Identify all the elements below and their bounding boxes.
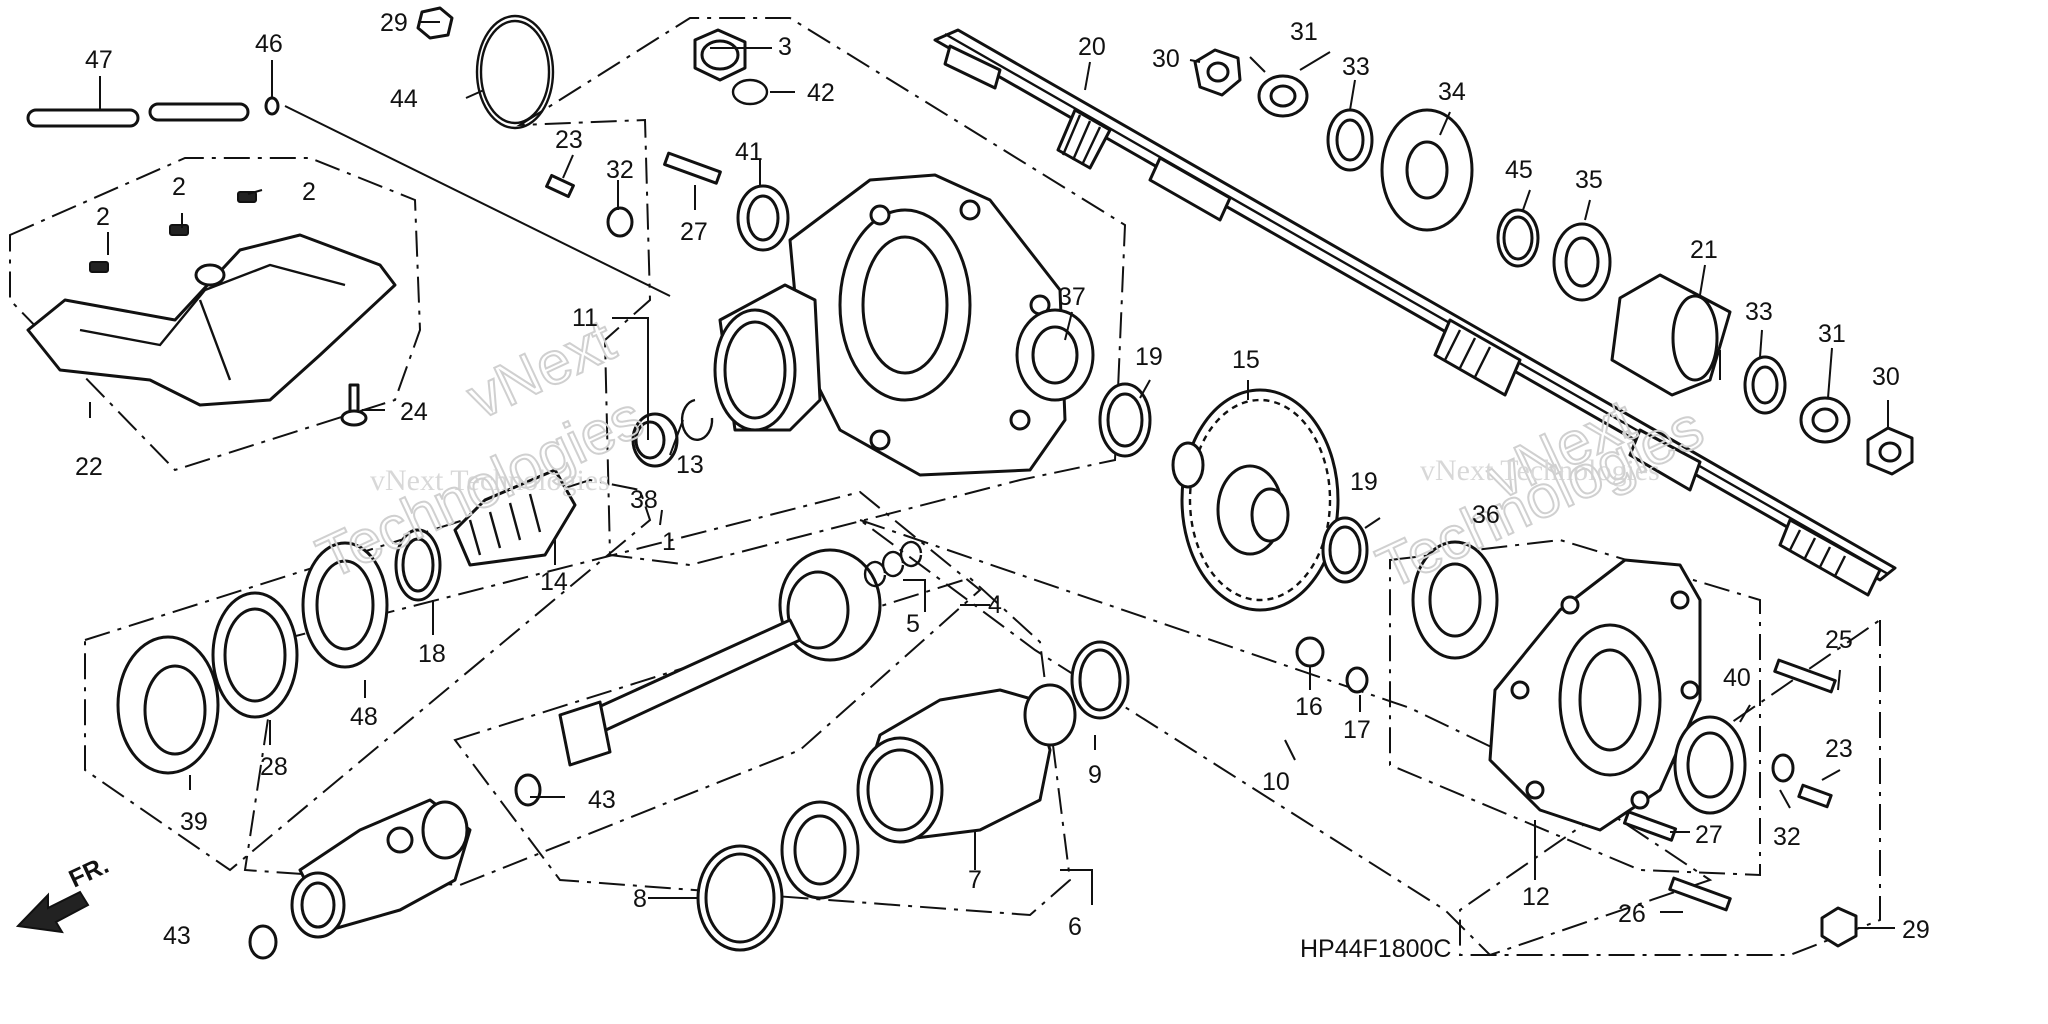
callout-27b: 27 [1695, 821, 1723, 849]
callout-47: 47 [85, 46, 113, 74]
callout-20: 20 [1078, 33, 1106, 61]
callout-30b: 30 [1872, 363, 1900, 391]
hose-and-seals [26, 6, 671, 297]
callout-24: 24 [400, 398, 428, 426]
callout-1: 1 [662, 528, 676, 556]
callout-32b: 32 [1773, 823, 1801, 851]
callout-18: 18 [418, 640, 446, 668]
front-direction-arrow: FR. [15, 851, 113, 934]
callout-43a: 43 [588, 786, 616, 814]
callout-6: 6 [1068, 913, 1082, 941]
callout-5: 5 [906, 610, 920, 638]
callout-17: 17 [1343, 716, 1371, 744]
callout-41: 41 [735, 138, 763, 166]
callout-31a: 31 [1290, 18, 1318, 46]
callout-15: 15 [1232, 346, 1260, 374]
callout-9: 9 [1088, 761, 1102, 789]
watermark-vnext-technologies-right: vNext Technologies [1420, 454, 1660, 487]
callout-28: 28 [260, 753, 288, 781]
callout-45: 45 [1505, 156, 1533, 184]
callout-32a: 32 [606, 156, 634, 184]
callout-11: 11 [572, 304, 598, 332]
callout-19a: 19 [1135, 343, 1163, 371]
callout-35: 35 [1575, 166, 1603, 194]
drive-shaft [248, 540, 923, 960]
callout-39: 39 [180, 808, 208, 836]
callout-2a: 2 [96, 203, 110, 231]
callout-25: 25 [1825, 626, 1853, 654]
callout-29a: 29 [380, 9, 408, 37]
callout-2b: 2 [172, 173, 186, 201]
callout-4: 4 [988, 591, 1002, 619]
diagram-code: HP44F1800C [1300, 935, 1451, 963]
callout-33a: 33 [1342, 53, 1370, 81]
callout-34: 34 [1438, 78, 1466, 106]
watermark-vnext-technologies-left: vNext Technologies [370, 464, 610, 497]
callout-numbers: 1 2 2 2 3 4 5 6 7 8 9 10 11 12 13 14 15 … [75, 9, 1930, 950]
axle-shaft [933, 28, 1897, 597]
callout-30a: 30 [1152, 45, 1180, 73]
callout-27a: 27 [680, 218, 708, 246]
callout-3: 3 [778, 33, 792, 61]
callout-36: 36 [1472, 501, 1500, 529]
callout-22: 22 [75, 453, 103, 481]
pinion-assembly [116, 468, 577, 775]
case-cover [1411, 540, 1858, 948]
ring-gear [1098, 382, 1369, 694]
callout-38: 38 [630, 486, 658, 514]
callout-31b: 31 [1818, 320, 1846, 348]
universal-joint [290, 798, 472, 939]
callout-26: 26 [1618, 900, 1646, 928]
callout-29b: 29 [1902, 916, 1930, 944]
leader-lines [89, 21, 1895, 929]
callout-2c: 2 [302, 178, 316, 206]
callout-42: 42 [807, 79, 835, 107]
callout-7: 7 [968, 866, 982, 894]
callout-10: 10 [1262, 768, 1290, 796]
group-outlines [9, 17, 1881, 957]
skid-cover [26, 191, 397, 427]
callout-14: 14 [540, 568, 568, 596]
callout-8: 8 [633, 885, 647, 913]
direction-label: FR. [65, 851, 113, 893]
callout-40: 40 [1723, 664, 1751, 692]
callout-33b: 33 [1745, 298, 1773, 326]
callout-46: 46 [255, 30, 283, 58]
callout-19b: 19 [1350, 468, 1378, 496]
callout-21: 21 [1690, 236, 1718, 264]
callout-43b: 43 [163, 922, 191, 950]
callout-23b: 23 [1825, 735, 1853, 763]
callout-13: 13 [676, 451, 704, 479]
callout-23a: 23 [555, 126, 583, 154]
gear-case [545, 28, 1095, 477]
callout-37: 37 [1058, 283, 1086, 311]
axle-hardware [1193, 48, 1914, 476]
callout-16: 16 [1295, 693, 1323, 721]
callout-44: 44 [390, 85, 418, 113]
callout-48: 48 [350, 703, 378, 731]
boot-set [696, 640, 1130, 952]
callout-12: 12 [1522, 883, 1550, 911]
